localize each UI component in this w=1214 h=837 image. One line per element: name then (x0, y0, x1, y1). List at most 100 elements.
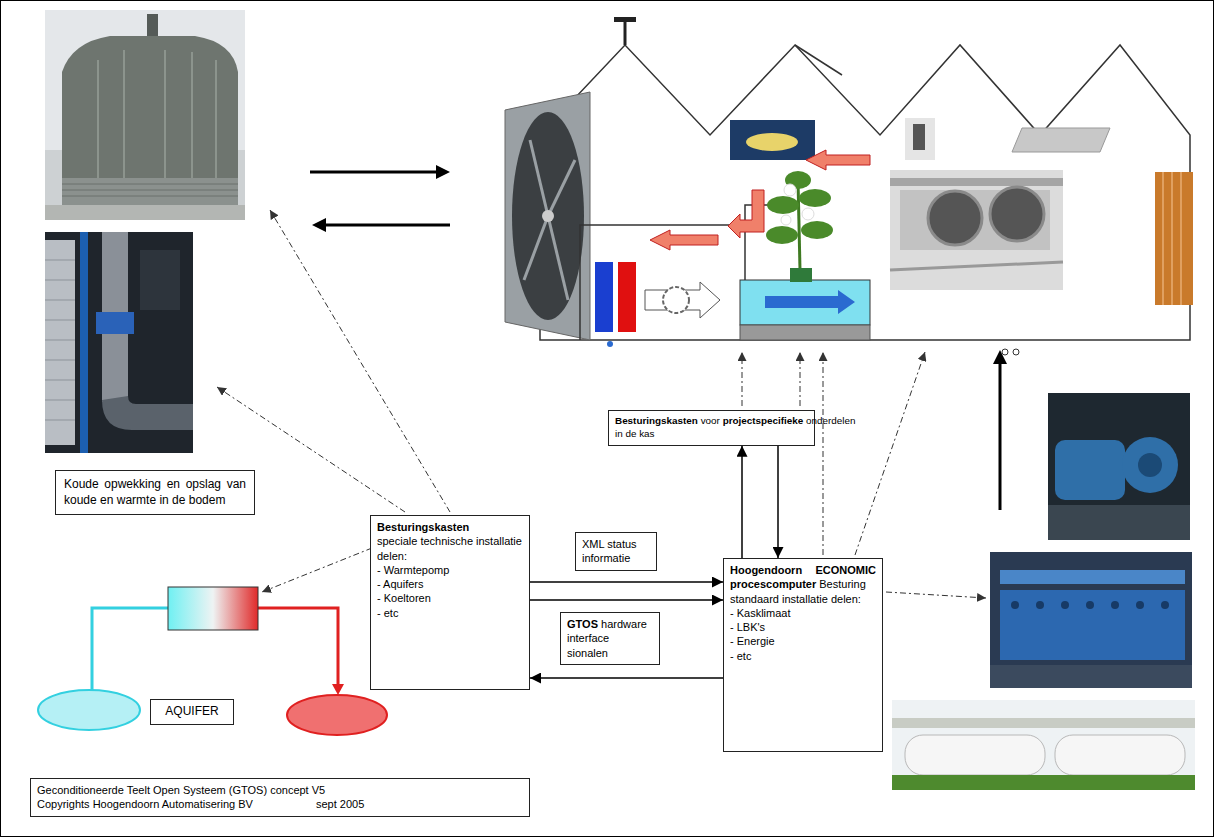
storage-tanks-photo (892, 700, 1195, 790)
aquifer-graphic (92, 608, 168, 690)
cooling-pad (1171, 172, 1173, 305)
engine-photo (1061, 601, 1069, 609)
air-handling-unit (663, 287, 689, 313)
pump-photo (1048, 393, 1190, 540)
box-text: voor (701, 415, 720, 426)
connector-arrow (777, 446, 779, 558)
pump-photo (1122, 437, 1178, 493)
signal-box: GTOShardware interface sionalen (560, 612, 660, 665)
heat-pump-photo (45, 360, 75, 361)
box-text: projectspecifieke (723, 415, 804, 426)
air-handling-unit (740, 280, 870, 325)
plant-figure (790, 268, 812, 282)
greenhouse-outline (1013, 349, 1019, 355)
box-text: sept 2005 (316, 798, 364, 810)
pump-photo (1048, 393, 1190, 540)
exhaust-fan (542, 210, 554, 222)
heat-pump-photo (45, 340, 75, 341)
plant-figure (767, 196, 799, 214)
box-heading: Koude opwekking en opslag van koude en w… (64, 477, 246, 508)
engine-photo (1086, 601, 1094, 609)
heat-pump-photo (45, 320, 75, 321)
box-text: Copyrights Hoogendoorn Automatisering BV (37, 798, 253, 810)
connector-arrow (530, 599, 723, 601)
greenhouse-outline (795, 45, 842, 75)
box-heading: Geconditioneerde Teelt Open Systeem (GTO… (37, 783, 523, 797)
heat-pump-photo (45, 300, 75, 301)
air-handling-unit (740, 325, 870, 340)
control-leader-lines (262, 548, 372, 592)
box-text: - Aquifers (377, 577, 523, 591)
control-leader-lines (823, 352, 824, 555)
engine-photo (1011, 601, 1019, 609)
unit-cooler-photo (890, 170, 1063, 290)
exhaust-fan (548, 160, 575, 216)
cooling-pad (1155, 172, 1193, 305)
air-handling-unit (595, 262, 613, 332)
engine-photo (990, 665, 1192, 688)
sensor-photo (905, 118, 935, 160)
sensor-photo (905, 118, 935, 160)
pump-photo (1138, 453, 1162, 477)
engine-photo (1161, 601, 1169, 609)
heat-pump-photo (45, 420, 75, 421)
greenhouse-outline (624, 22, 627, 45)
box-text: - etc (730, 649, 876, 663)
cooling-tower-photo (62, 196, 238, 197)
greenhouse-outline (540, 45, 1190, 340)
signal-box: XML status informatie (575, 532, 657, 571)
air-handling-unit (618, 262, 636, 332)
lamp-photo (730, 120, 815, 160)
aquifer-graphic (332, 684, 344, 695)
storage-tanks-photo (892, 718, 1195, 728)
cooling-tower-photo (98, 50, 216, 178)
cooling-pad (1155, 172, 1193, 305)
aquifer-graphic (287, 695, 387, 735)
box-text: - etc (377, 606, 523, 620)
cooling-tower-photo (191, 52, 193, 178)
heat-pump-photo (45, 400, 75, 401)
box-heading: AQUIFER (157, 704, 227, 720)
heat-pump-photo (45, 280, 75, 281)
aquifer-graphic (168, 587, 258, 630)
screen-photo (1012, 128, 1110, 152)
flow-arrows (312, 218, 326, 232)
air-handling-unit (580, 205, 870, 347)
aquifer-label-box: AQUIFER (150, 699, 234, 725)
plant-figure (781, 215, 791, 225)
aquifer-graphic (258, 608, 338, 686)
pump-photo (1048, 505, 1190, 540)
flow-arrows (310, 171, 438, 174)
engine-photo (1011, 601, 1169, 609)
cooling-tower-photo (45, 10, 245, 220)
storage-tanks-photo (1055, 735, 1185, 775)
air-handling-unit (765, 290, 855, 314)
box-heading: Besturingskasten (377, 520, 523, 534)
cooling-tower-photo (62, 36, 238, 205)
air-flow-arrows (728, 190, 764, 238)
greenhouse-outline (540, 17, 1190, 355)
unit-cooler-photo (890, 262, 1063, 270)
note-box: Koude opwekking en opslag van koude en w… (55, 470, 255, 515)
plant-figure (784, 184, 796, 196)
plant-figure (801, 221, 833, 239)
box-text: - Energie (730, 634, 876, 648)
lamp-photo (746, 133, 798, 151)
lamp-photo (730, 120, 815, 160)
engine-photo (1036, 601, 1044, 609)
cooling-tower-photo (62, 190, 238, 191)
cooling-tower-photo (45, 205, 245, 220)
exhaust-fan (524, 140, 575, 300)
cooling-tower-photo (62, 184, 238, 185)
box-text: speciale technische installatie delen: (377, 534, 523, 563)
engine-photo (1000, 570, 1185, 584)
engine-photo (1111, 601, 1119, 609)
cooling-tower-photo (97, 60, 99, 178)
heat-pump-photo (45, 240, 75, 445)
storage-tanks-photo (892, 775, 1195, 790)
control-leader-lines (800, 352, 801, 406)
heat-pump-photo (45, 380, 75, 381)
air-handling-unit (744, 225, 746, 280)
